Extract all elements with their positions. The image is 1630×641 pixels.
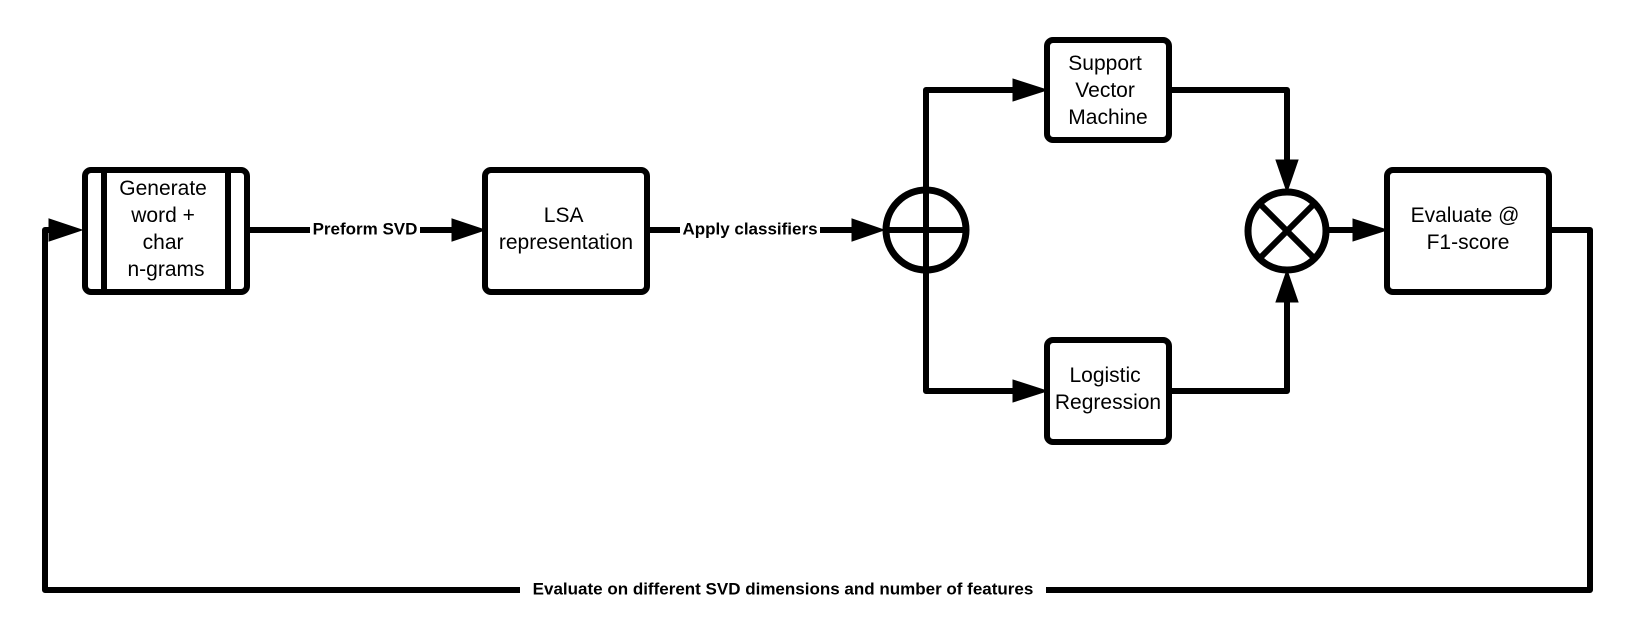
lsa-line-1: LSA — [544, 204, 584, 227]
arrowhead-merge-top — [1275, 159, 1299, 194]
node-evaluate-f1: Evaluate @ F1-score — [1384, 167, 1552, 295]
arrowhead-split — [851, 218, 886, 242]
node-generate-text: Generate word + char n-grams — [119, 177, 212, 281]
evaluate-line-1: Evaluate @ — [1411, 204, 1520, 227]
svm-line-3: Machine — [1068, 106, 1147, 129]
svm-line-1: Support — [1068, 52, 1142, 75]
generate-line-2: word + — [130, 204, 195, 227]
node-lsa-representation: LSA representation — [482, 167, 650, 295]
evaluate-line-2: F1-score — [1427, 231, 1510, 254]
logreg-line-1: Logistic — [1069, 364, 1140, 387]
arrowhead-evaluate — [1352, 218, 1389, 242]
arrowhead-merge-bottom — [1275, 268, 1299, 303]
generate-line-4: n-grams — [127, 258, 204, 281]
edge-split-to-logreg — [923, 267, 1018, 394]
arrowhead-logreg — [1012, 379, 1049, 403]
node-logreg-text: Logistic Regression — [1055, 364, 1161, 414]
edge-loop-back — [42, 227, 1593, 593]
node-generate-ngrams: Generate word + char n-grams — [82, 167, 250, 295]
lsa-line-2: representation — [499, 231, 633, 254]
generate-line-3: char — [143, 231, 184, 254]
arrowhead-lsa — [451, 218, 487, 242]
circle-times-icon — [1244, 188, 1330, 274]
node-svm-text: Support Vector Machine — [1068, 52, 1147, 129]
connectors — [42, 78, 1593, 593]
edge-labels: Preform SVD Apply classifiers Evaluate o… — [310, 218, 1046, 602]
svm-line-2: Vector — [1075, 79, 1135, 102]
generate-line-1: Generate — [119, 177, 207, 200]
edge-split-to-svm — [923, 87, 1018, 193]
edge-logreg-to-merge — [1167, 297, 1290, 394]
node-lsa-text: LSA representation — [499, 204, 633, 254]
edge-svm-to-merge — [1167, 87, 1290, 165]
arrowhead-svm — [1012, 78, 1049, 102]
label-apply-classifiers: Apply classifiers — [682, 220, 817, 239]
label-loop-back: Evaluate on different SVD dimensions and… — [533, 580, 1034, 599]
node-evaluate-text: Evaluate @ F1-score — [1411, 204, 1526, 254]
arrowhead-generate — [48, 218, 84, 242]
node-support-vector-machine: Support Vector Machine — [1044, 37, 1172, 143]
node-logistic-regression: Logistic Regression — [1044, 337, 1172, 445]
label-preform-svd: Preform SVD — [313, 220, 418, 239]
circle-plus-icon — [882, 186, 970, 274]
logreg-line-2: Regression — [1055, 391, 1161, 414]
